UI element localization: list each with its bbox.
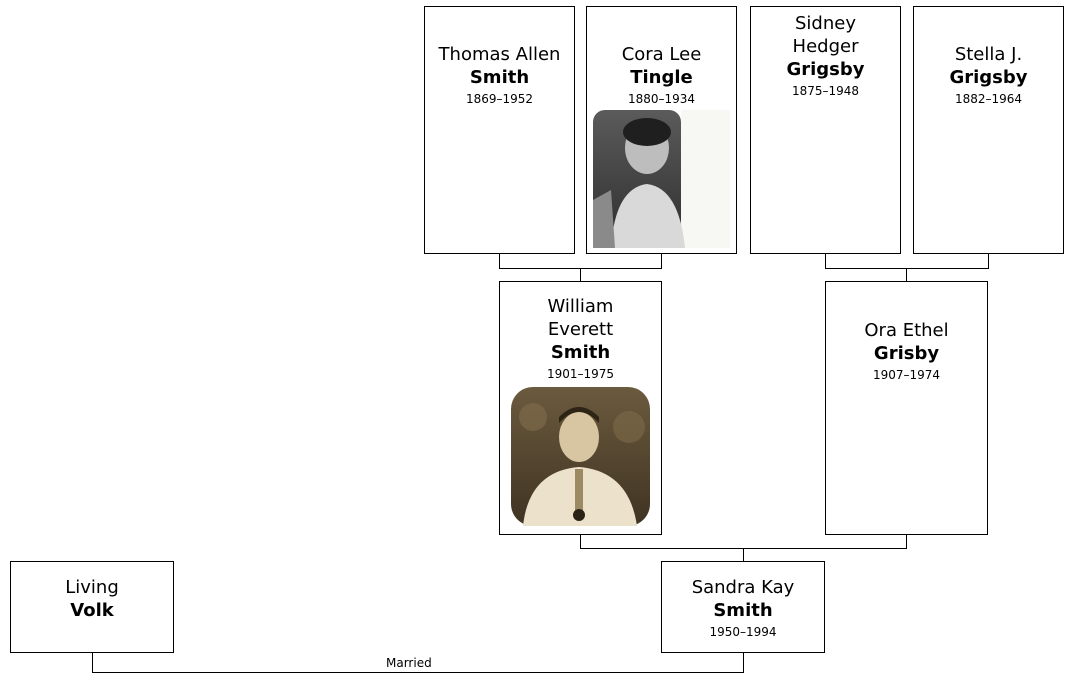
connector [743, 548, 744, 561]
connector [743, 652, 744, 672]
given-name: Stella J. [954, 44, 1023, 65]
surname: Tingle [630, 67, 693, 88]
given-name: Hedger [792, 36, 859, 57]
person-card-william-everett-smith[interactable]: William Everett Smith 1901–1975 [499, 281, 662, 535]
person-card-living-volk[interactable]: Living Volk [10, 561, 174, 653]
given-name: Sandra Kay [691, 577, 795, 598]
portrait-photo [593, 110, 730, 248]
connector [92, 652, 93, 672]
connector [92, 672, 744, 673]
relation-label: Married [384, 656, 434, 670]
connector [580, 268, 581, 281]
life-dates: 1875–1948 [791, 84, 860, 98]
given-name: Ora Ethel [864, 320, 949, 341]
given-name: William [547, 296, 614, 317]
surname: Grisby [873, 343, 940, 364]
portrait-photo [511, 387, 650, 526]
life-dates: 1869–1952 [465, 92, 534, 106]
surname: Grigsby [949, 67, 1028, 88]
given-name: Cora Lee [621, 44, 702, 65]
surname: Smith [550, 342, 611, 363]
life-dates: 1882–1964 [954, 92, 1023, 106]
person-card-stella-j-grigsby[interactable]: Stella J. Grigsby 1882–1964 [913, 6, 1064, 254]
person-card-thomas-allen-smith[interactable]: Thomas Allen Smith 1869–1952 [424, 6, 575, 254]
connector [825, 253, 826, 268]
person-card-ora-ethel-grisby[interactable]: Ora Ethel Grisby 1907–1974 [825, 281, 988, 535]
connector [825, 268, 989, 269]
surname: Grigsby [786, 59, 865, 80]
connector [499, 253, 500, 268]
surname: Smith [713, 600, 773, 621]
person-card-sandra-kay-smith[interactable]: Sandra Kay Smith 1950–1994 [661, 561, 825, 653]
given-name: Living [65, 577, 119, 598]
person-card-cora-lee-tingle[interactable]: Cora Lee Tingle 1880–1934 [586, 6, 737, 254]
connector [988, 253, 989, 268]
connector [906, 534, 907, 548]
given-name: Thomas Allen [438, 44, 561, 65]
life-dates: 1880–1934 [627, 92, 696, 106]
connector [906, 268, 907, 281]
surname: Volk [70, 600, 114, 621]
connector [580, 534, 581, 548]
connector [661, 253, 662, 268]
given-name: Sidney [795, 13, 856, 34]
given-name: Everett [547, 319, 614, 340]
life-dates: 1950–1994 [709, 625, 777, 639]
surname: Smith [469, 67, 530, 88]
life-dates: 1901–1975 [546, 367, 615, 381]
person-card-sidney-hedger-grigsby[interactable]: Sidney Hedger Grigsby 1875–1948 [750, 6, 901, 254]
life-dates: 1907–1974 [872, 368, 941, 382]
